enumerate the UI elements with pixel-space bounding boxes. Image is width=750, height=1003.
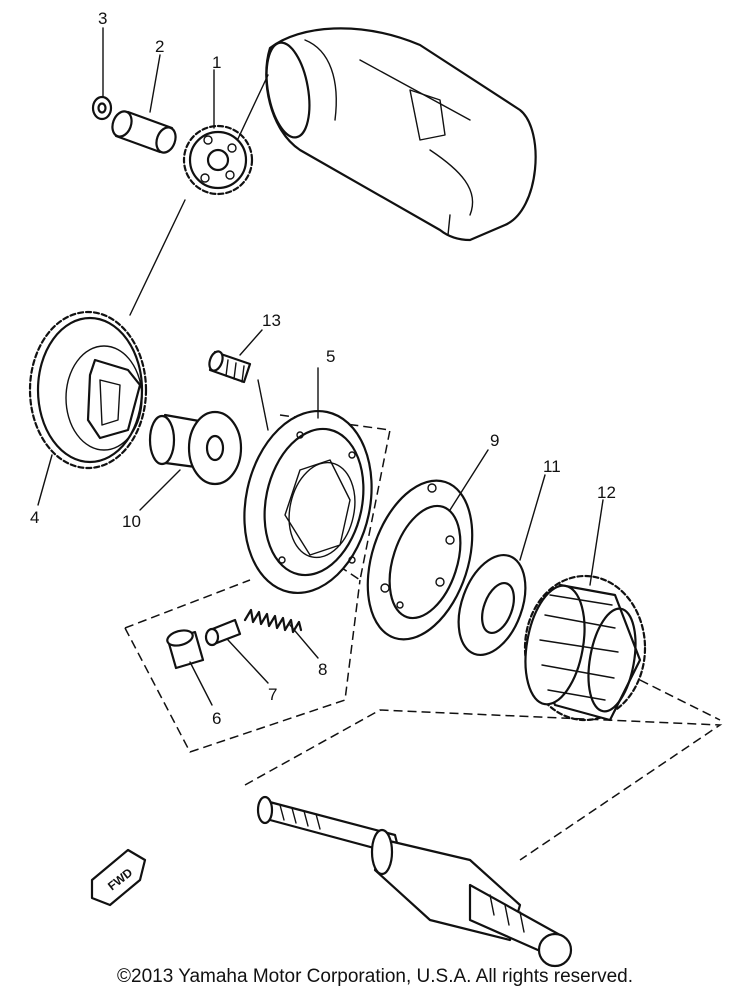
starter-motor xyxy=(265,27,537,242)
part-9-ring-plate xyxy=(366,479,474,641)
crankshaft-end xyxy=(256,795,573,968)
callout-2: 2 xyxy=(155,37,164,56)
leader-9 xyxy=(449,449,489,511)
fwd-arrow-label: FWD xyxy=(90,848,147,907)
leader-8 xyxy=(289,624,319,659)
part-6-roller xyxy=(166,629,205,670)
part-12-clutch-gear xyxy=(523,574,647,722)
part-1-pinion-gear xyxy=(182,124,254,196)
callout-4: 4 xyxy=(30,508,39,527)
callout-1: 1 xyxy=(212,53,221,72)
callout-5: 5 xyxy=(326,347,335,366)
callout-11: 11 xyxy=(543,457,561,476)
part-13-bolt xyxy=(208,350,252,384)
copyright-notice: ©2013 Yamaha Motor Corporation, U.S.A. A… xyxy=(117,966,633,987)
part-2-bushing xyxy=(111,110,177,154)
leader-7 xyxy=(227,639,269,684)
leader-11 xyxy=(519,474,546,561)
part-10-spacer xyxy=(148,410,243,486)
callout-12: 12 xyxy=(597,483,616,502)
leader-13 xyxy=(239,329,263,356)
callout-8: 8 xyxy=(318,660,327,679)
part-5-clutch-housing xyxy=(243,409,391,595)
part-11-washer xyxy=(457,553,527,657)
leader-10 xyxy=(139,469,181,511)
leader-12 xyxy=(589,499,604,586)
leader-4 xyxy=(37,454,53,506)
leader-6 xyxy=(189,661,213,706)
part-3-washer xyxy=(91,95,113,121)
part-4-idler-gear xyxy=(28,310,148,470)
callout-6: 6 xyxy=(212,709,221,728)
callout-10: 10 xyxy=(122,512,141,531)
callout-3: 3 xyxy=(98,9,107,28)
callout-9: 9 xyxy=(490,431,499,450)
callout-13: 13 xyxy=(262,311,281,330)
callout-7: 7 xyxy=(268,685,277,704)
part-7-plunger xyxy=(204,618,242,647)
leader-2 xyxy=(149,54,161,113)
